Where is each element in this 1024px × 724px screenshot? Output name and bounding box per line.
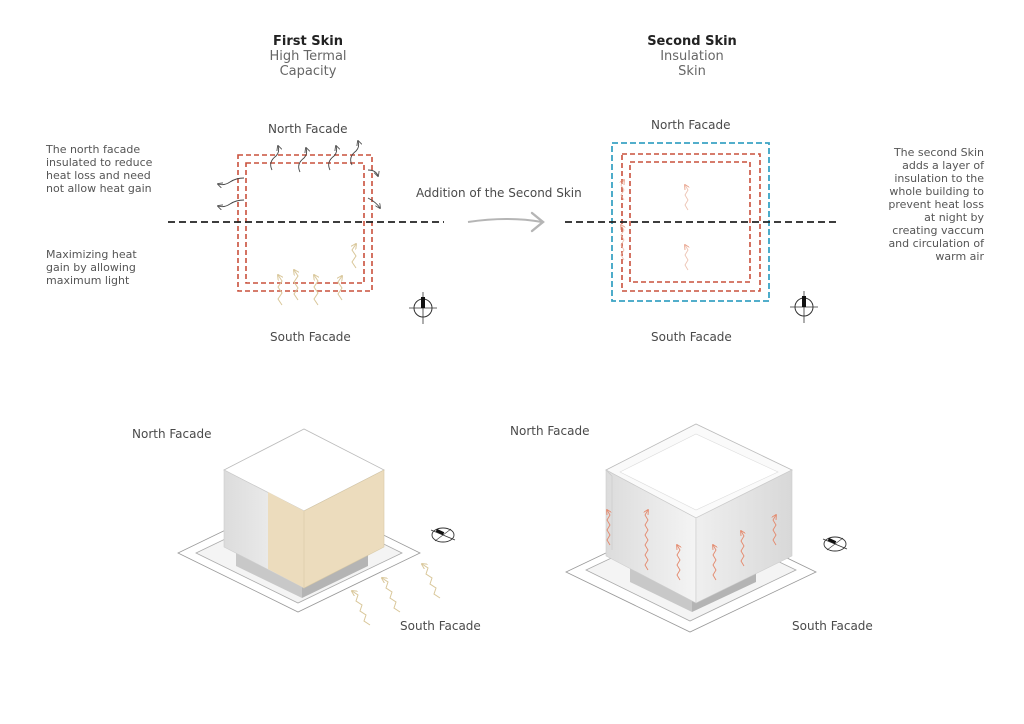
compass-icon bbox=[430, 527, 456, 543]
solar-gain-arrows bbox=[278, 244, 356, 306]
plan-left-north-label: North Facade bbox=[268, 122, 348, 136]
plan-right-north-label: North Facade bbox=[651, 118, 731, 132]
iso-right-north-label: North Facade bbox=[510, 424, 590, 438]
second-skin-subtitle-1: Insulation bbox=[660, 49, 724, 64]
iso-right-south-label: South Facade bbox=[792, 619, 873, 633]
north-compass-icon bbox=[790, 291, 818, 323]
left-plan bbox=[168, 141, 444, 324]
addition-arrow-icon bbox=[467, 211, 545, 233]
south-facade-note: Maximizing heat gain by allowing maximum… bbox=[46, 248, 137, 287]
first-skin-subtitle-1: High Termal bbox=[269, 49, 347, 64]
first-skin-outer bbox=[237, 154, 373, 292]
plan-right-south-label: South Facade bbox=[651, 330, 732, 344]
second-skin-heading: Second Skin Insulation Skin bbox=[642, 34, 742, 79]
first-skin-title: First Skin bbox=[273, 34, 343, 49]
addition-arrow-label: Addition of the Second Skin bbox=[416, 186, 582, 200]
north-compass-icon bbox=[409, 292, 437, 324]
first-skin-inner bbox=[245, 162, 365, 284]
first-skin-inner-right bbox=[629, 161, 751, 283]
left-iso-cube bbox=[177, 428, 456, 626]
right-iso-cube bbox=[565, 423, 848, 633]
iso-left-north-label: North Facade bbox=[132, 427, 212, 441]
right-plan bbox=[565, 142, 840, 323]
second-skin-title: Second Skin bbox=[647, 34, 737, 49]
compass-icon bbox=[822, 536, 848, 552]
heat-loss-arrows bbox=[218, 141, 380, 208]
second-skin-note: The second Skin adds a layer of insulati… bbox=[888, 146, 984, 263]
north-facade-note: The north facade insulated to reduce hea… bbox=[46, 143, 153, 195]
cube-right-face bbox=[303, 469, 385, 589]
first-skin-heading: First Skin High Termal Capacity bbox=[258, 34, 358, 79]
first-skin-subtitle-2: Capacity bbox=[279, 64, 337, 79]
plan-left-south-label: South Facade bbox=[270, 330, 351, 344]
second-skin-subtitle-2: Skin bbox=[678, 64, 706, 79]
solar-face bbox=[268, 492, 304, 588]
iso-left-south-label: South Facade bbox=[400, 619, 481, 633]
